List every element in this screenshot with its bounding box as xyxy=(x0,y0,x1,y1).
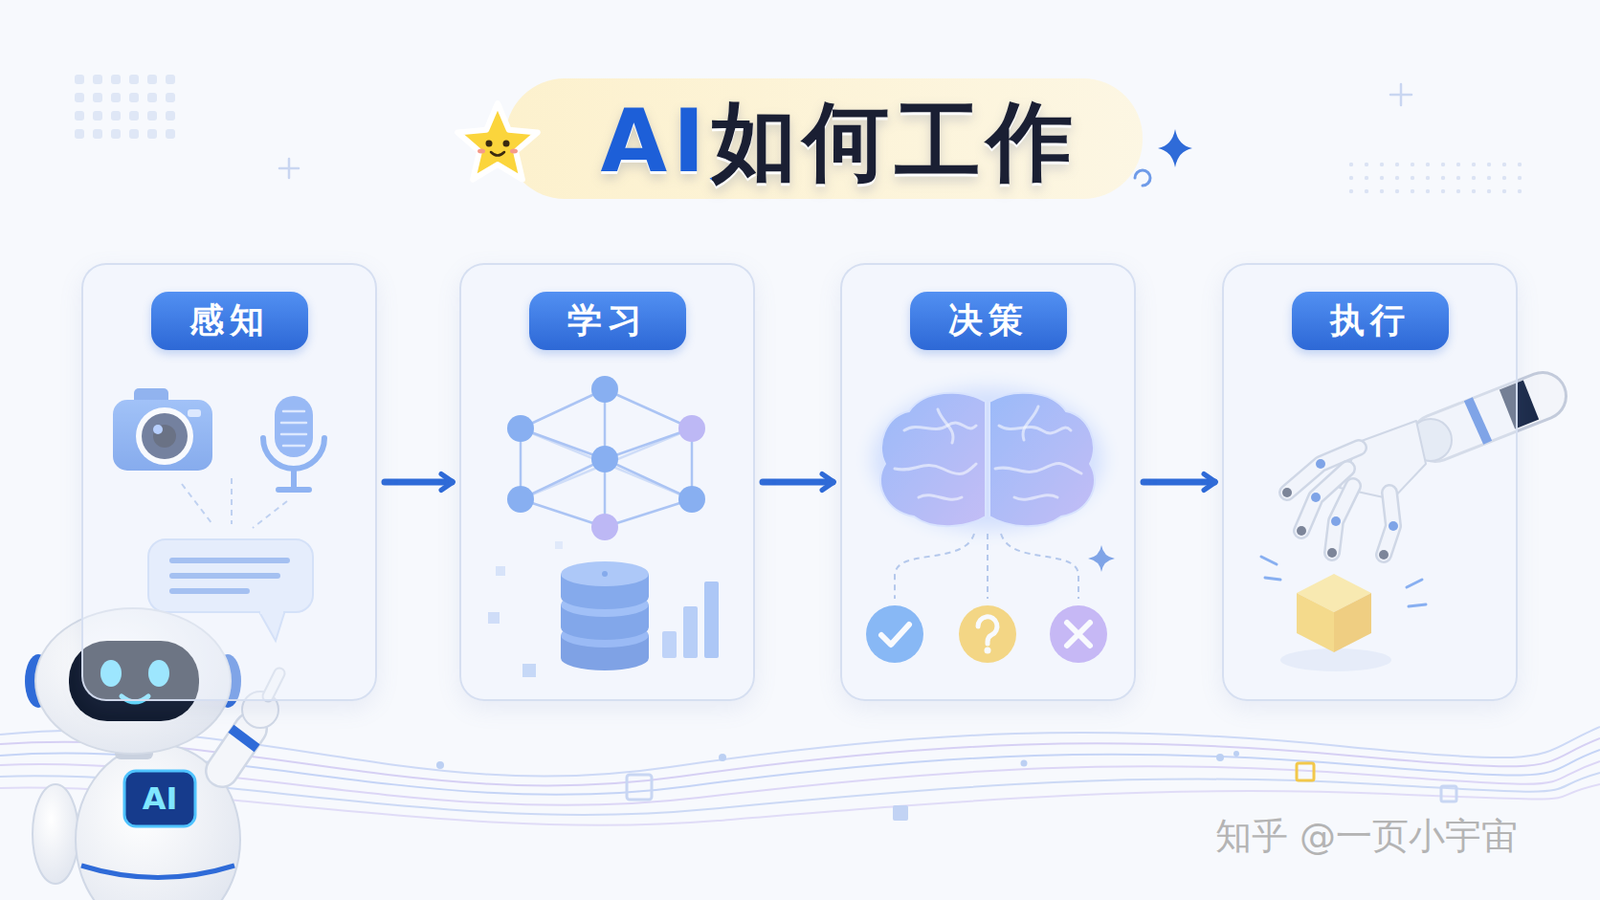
flow-arrow xyxy=(762,479,833,487)
bottom-waves xyxy=(0,727,1600,826)
robot-mascot-part xyxy=(241,734,247,743)
floating-squares-part xyxy=(1441,786,1457,802)
floating-squares-part xyxy=(436,761,445,770)
bottom-waves-part xyxy=(0,773,1600,816)
star-mascot-part xyxy=(503,140,511,148)
stage-card: 学习 xyxy=(459,263,756,702)
star-mascot xyxy=(457,103,538,180)
stage-heading: 学习 xyxy=(529,291,687,351)
floating-squares-part xyxy=(1216,754,1224,762)
floating-squares-part xyxy=(1021,760,1028,768)
chest-badge-text: AI xyxy=(142,780,178,818)
stage-card: 决策 xyxy=(840,263,1136,702)
star-mascot-part xyxy=(486,140,493,148)
floating-squares-part xyxy=(892,805,909,822)
watermark: 知乎 @一页小宇宙 xyxy=(1215,812,1518,862)
background-decor-part xyxy=(279,158,299,178)
robot-mascot-part xyxy=(222,729,251,772)
floating-squares-part xyxy=(718,754,727,762)
robot-mascot-part xyxy=(124,771,196,827)
stage-card: 执行 xyxy=(1222,263,1518,702)
floating-squares-part xyxy=(626,775,652,800)
floating-squares-part xyxy=(1233,751,1240,757)
background-decor xyxy=(66,74,1532,201)
stage-heading: 感知 xyxy=(151,291,309,351)
background-decor-part xyxy=(66,74,177,148)
flow-arrow xyxy=(384,479,452,487)
flow-arrow xyxy=(1143,479,1215,487)
robot-mascot-part xyxy=(81,866,235,879)
background-decor-part xyxy=(1339,156,1532,201)
robot-mascot-part xyxy=(32,784,79,885)
star-mascot-part xyxy=(510,149,518,155)
title-band xyxy=(505,78,1193,200)
bottom-waves-part xyxy=(0,727,1600,778)
floating-squares xyxy=(436,751,1457,822)
background-decor-part xyxy=(1390,84,1412,106)
robot-mascot-part xyxy=(222,729,251,772)
star-mascot-part xyxy=(490,152,505,156)
star-mascot-part xyxy=(477,149,486,155)
diagram-title: AI如何工作 xyxy=(600,91,1078,192)
stage-heading: 执行 xyxy=(1291,291,1449,351)
floating-squares-part xyxy=(1296,763,1314,781)
star-mascot-part xyxy=(457,103,538,180)
stage-card: 感知 xyxy=(81,263,378,702)
title-band-part xyxy=(505,78,1143,200)
title-band-part xyxy=(1157,129,1193,168)
stage-heading: 决策 xyxy=(910,291,1067,351)
title-band-part xyxy=(1134,170,1151,186)
